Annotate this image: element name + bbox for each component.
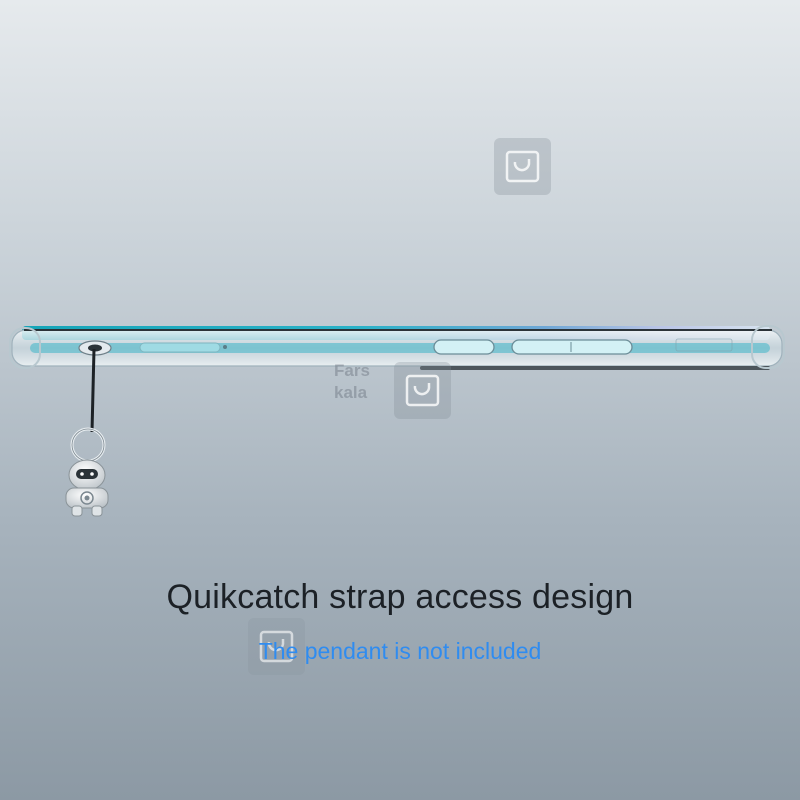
pendant <box>65 348 109 517</box>
left-corner-bumper <box>9 327 41 369</box>
lanyard-string <box>90 348 96 433</box>
robot-pendant <box>65 459 109 517</box>
watermark-logo-bottom <box>248 618 305 675</box>
watermark-logo-top <box>494 138 551 195</box>
caption-headline: Quikcatch strap access design <box>166 578 634 616</box>
farskala-logo-icon <box>505 150 540 183</box>
watermark-word-line2: kala <box>334 383 368 402</box>
farskala-logo-icon <box>405 374 440 407</box>
right-corner-bumper <box>751 325 785 369</box>
watermark-logo-middle <box>394 362 451 419</box>
power-button-cover <box>433 339 495 355</box>
watermark-word-line1: Fars <box>334 361 370 380</box>
phone-case <box>9 325 785 370</box>
phone-back-shadow <box>420 366 770 370</box>
volume-button-cover <box>511 339 633 355</box>
farskala-logo-icon <box>259 630 294 663</box>
watermark-wordmark: Fars kala <box>334 360 394 404</box>
caption-note: The pendant is not included <box>258 638 542 664</box>
port-slot <box>139 342 221 353</box>
